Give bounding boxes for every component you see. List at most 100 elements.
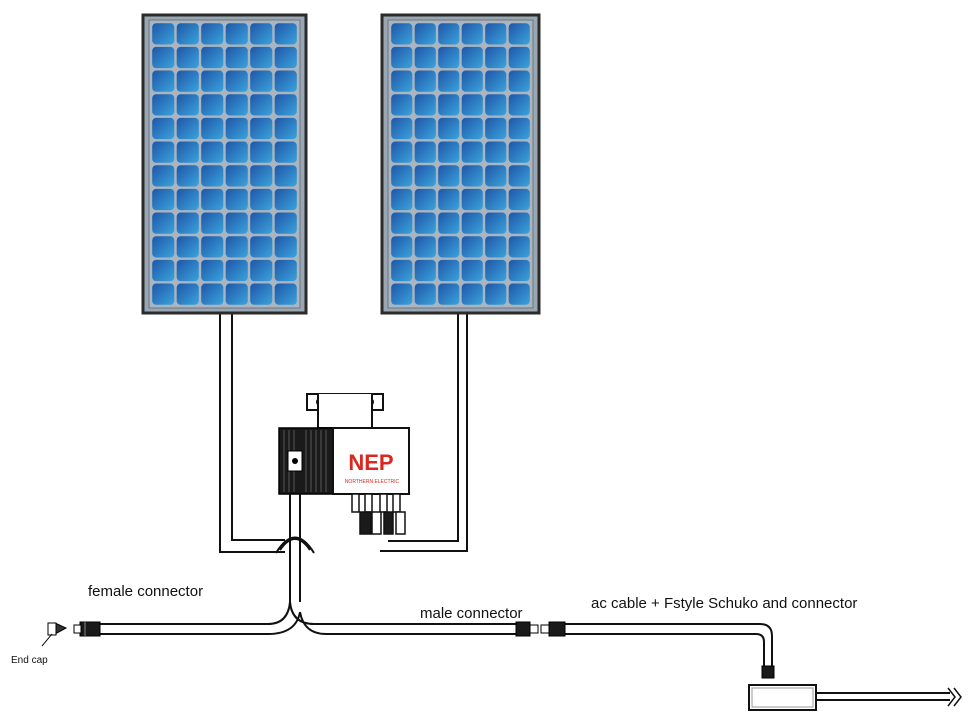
solar-cell xyxy=(274,46,297,69)
inverter-brand-subtitle: NORTHERN ELECTRIC xyxy=(345,479,400,485)
solar-cell xyxy=(485,212,507,234)
panel-cells-left xyxy=(152,23,297,305)
solar-cell xyxy=(225,283,248,305)
solar-cell xyxy=(508,70,530,92)
solar-cell xyxy=(438,46,460,69)
solar-cell xyxy=(508,188,530,211)
solar-cell xyxy=(508,165,530,187)
solar-cell xyxy=(201,212,224,234)
solar-cell xyxy=(391,165,413,187)
solar-cell xyxy=(485,70,507,92)
solar-cell xyxy=(461,117,483,140)
solar-cell xyxy=(414,46,436,69)
solar-cell xyxy=(250,70,273,92)
solar-cell xyxy=(152,70,175,92)
solar-cell xyxy=(485,259,507,282)
solar-cell xyxy=(250,283,273,305)
solar-cell xyxy=(414,23,436,45)
solar-cell xyxy=(152,23,175,45)
solar-cell xyxy=(391,117,413,140)
solar-cell xyxy=(152,188,175,211)
solar-cell xyxy=(250,46,273,69)
solar-cell xyxy=(485,23,507,45)
solar-cell xyxy=(201,46,224,69)
solar-cell xyxy=(152,141,175,163)
solar-panel-left xyxy=(141,13,308,315)
panel-cells-right xyxy=(391,23,530,305)
heatsink xyxy=(278,427,334,495)
solar-cell xyxy=(225,165,248,187)
solar-cell xyxy=(438,70,460,92)
solar-cell xyxy=(152,117,175,140)
solar-cell xyxy=(250,141,273,163)
male-connector xyxy=(515,621,539,637)
inverter-label-panel xyxy=(332,427,410,495)
ac-connector xyxy=(540,621,566,637)
solar-cell xyxy=(391,283,413,305)
ac-cable-label: ac cable + Fstyle Schuko and connector xyxy=(591,595,858,612)
solar-cell xyxy=(461,259,483,282)
solar-cell xyxy=(152,94,175,116)
solar-cell xyxy=(438,117,460,140)
solar-cell xyxy=(274,188,297,211)
solar-cell xyxy=(414,165,436,187)
male-connector-label: male connector xyxy=(420,605,523,622)
solar-cell xyxy=(508,212,530,234)
solar-cell xyxy=(274,94,297,116)
solar-cell xyxy=(201,188,224,211)
solar-cell xyxy=(201,23,224,45)
solar-cell xyxy=(225,236,248,258)
solar-cell xyxy=(461,283,483,305)
solar-cell xyxy=(485,141,507,163)
solar-cell xyxy=(176,94,199,116)
ac-trunk-cable xyxy=(100,494,516,635)
solar-cell xyxy=(152,165,175,187)
solar-cell xyxy=(485,236,507,258)
solar-cell xyxy=(176,117,199,140)
solar-cell xyxy=(461,94,483,116)
solar-cell xyxy=(485,283,507,305)
solar-cell xyxy=(414,283,436,305)
solar-cell xyxy=(485,94,507,116)
solar-cell xyxy=(201,141,224,163)
solar-cell xyxy=(391,188,413,211)
solar-cell xyxy=(225,46,248,69)
solar-cell xyxy=(152,236,175,258)
mounting-bracket xyxy=(306,393,384,429)
solar-cell xyxy=(225,212,248,234)
solar-cell xyxy=(201,259,224,282)
solar-cell xyxy=(438,212,460,234)
solar-cell xyxy=(414,94,436,116)
solar-cell xyxy=(176,165,199,187)
solar-cell xyxy=(391,46,413,69)
solar-cell xyxy=(508,236,530,258)
solar-cell xyxy=(274,23,297,45)
solar-cell xyxy=(438,23,460,45)
solar-cell xyxy=(414,236,436,258)
solar-cell xyxy=(414,70,436,92)
solar-cell xyxy=(274,165,297,187)
solar-cell xyxy=(508,46,530,69)
solar-cell xyxy=(201,117,224,140)
micro-inverter: NEP NORTHERN ELECTRIC xyxy=(278,393,410,535)
solar-cell xyxy=(461,23,483,45)
solar-cell xyxy=(225,188,248,211)
solar-cell xyxy=(485,46,507,69)
solar-cell xyxy=(391,94,413,116)
solar-cell xyxy=(176,141,199,163)
solar-cell xyxy=(250,165,273,187)
solar-panel-right xyxy=(380,13,541,315)
female-connector xyxy=(73,621,101,637)
solar-cell xyxy=(391,212,413,234)
solar-cell xyxy=(508,259,530,282)
solar-cell xyxy=(461,212,483,234)
solar-cell xyxy=(250,188,273,211)
solar-cell xyxy=(250,212,273,234)
solar-cell xyxy=(461,188,483,211)
solar-cell xyxy=(508,23,530,45)
solar-cell xyxy=(176,46,199,69)
solar-cell xyxy=(461,165,483,187)
female-connector-label: female connector xyxy=(88,583,204,600)
solar-cell xyxy=(508,141,530,163)
solar-cell xyxy=(438,165,460,187)
